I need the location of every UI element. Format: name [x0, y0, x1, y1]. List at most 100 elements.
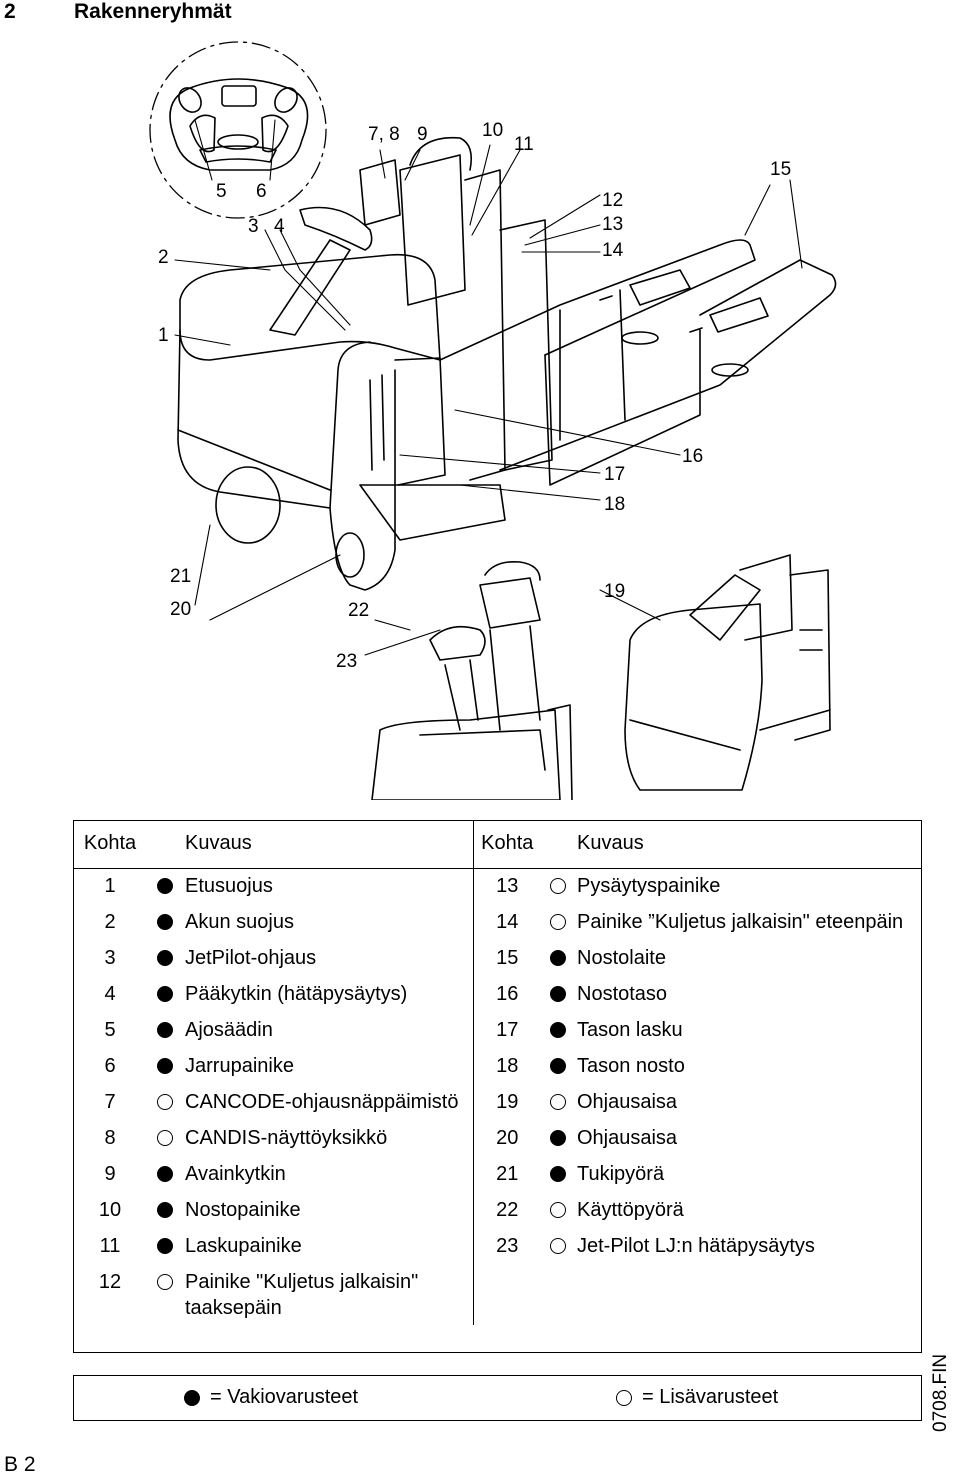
legend-standard: = Vakiovarusteet: [184, 1386, 358, 1409]
empty-circle-icon: [550, 1202, 566, 1218]
empty-circle-icon: [157, 1274, 173, 1290]
side-truck-icon: [624, 554, 831, 791]
item-number: 1: [104, 875, 116, 897]
truck-illustration: 1 2 3 4 5 6 7, 8 9 10 11 12 13 14 15 16 …: [149, 41, 837, 800]
item-description: Tukipyörä: [577, 1163, 665, 1185]
item-description: JetPilot-ohjaus: [183, 941, 474, 977]
callout-numbers: 1 2 3 4 5 6 7, 8 9 10 11 12 13 14 15 16 …: [158, 120, 791, 672]
item-description: Ajosäädin: [183, 1013, 474, 1049]
item-number: 21: [496, 1163, 519, 1185]
legend-optional: = Lisävarusteet: [616, 1386, 778, 1409]
equipment-marker: [147, 1121, 183, 1157]
item-description: Pääkytkin (hätäpysäytys): [183, 977, 474, 1013]
callout-label: 9: [417, 124, 428, 145]
callout-label: 6: [256, 181, 267, 202]
detail-circle: [149, 41, 327, 219]
item-number: 10: [98, 1199, 122, 1221]
filled-circle-icon: [157, 1238, 173, 1254]
equipment-marker: [541, 1085, 575, 1121]
document-code: 0708.FIN: [930, 1354, 960, 1462]
item-description: CANDIS-näyttöyksikkö: [183, 1121, 474, 1157]
equipment-marker: [147, 1157, 183, 1193]
equipment-marker: [147, 1265, 183, 1325]
item-description: Ohjausaisa: [577, 1127, 678, 1149]
callout-label: 4: [274, 216, 285, 237]
item-description: Painike "Kuljetus jalkaisin" taaksepäin: [183, 1265, 474, 1325]
equipment-marker: [541, 1265, 575, 1325]
equipment-marker: [541, 977, 575, 1013]
callout-label: 16: [682, 446, 703, 467]
item-number: 17: [496, 1019, 519, 1041]
item-number: 14: [496, 911, 519, 933]
item-number: 2: [104, 911, 116, 933]
item-description: [575, 1265, 922, 1325]
filled-circle-icon: [550, 986, 566, 1002]
empty-circle-icon: [550, 878, 566, 894]
callout-label: 17: [604, 464, 625, 485]
parts-table: Kohta Kuvaus Kohta Kuvaus 1 Etusuojus 13 Py…: [73, 820, 922, 1325]
item-number: 20: [496, 1127, 519, 1149]
equipment-marker: [147, 1229, 183, 1265]
item-description: Jarrupainike: [183, 1049, 474, 1085]
item-description: Nostolaite: [577, 947, 666, 969]
item-description: Etusuojus: [183, 868, 474, 905]
item-description: Tason nosto: [577, 1055, 685, 1077]
callout-label: 2: [158, 247, 169, 268]
item-description: Nostopainike: [183, 1193, 474, 1229]
item-number: 5: [104, 1019, 116, 1041]
empty-circle-icon: [550, 1238, 566, 1254]
section-number: 2: [4, 0, 16, 23]
item-description: Akun suojus: [183, 905, 474, 941]
document-code-text: 0708.FIN: [930, 1353, 951, 1432]
table-row: 1 Etusuojus 13 Pysäytyspainike: [73, 868, 922, 906]
equipment-marker: [541, 905, 575, 941]
main-truck-icon: [177, 136, 553, 591]
filled-circle-icon: [157, 1166, 173, 1182]
item-description: Pysäytyspainike: [577, 875, 721, 897]
item-number: 13: [496, 875, 519, 897]
callout-label: 14: [602, 240, 624, 261]
callout-label: 11: [514, 134, 534, 155]
callout-label: 3: [248, 216, 259, 237]
filled-circle-icon: [184, 1389, 200, 1406]
item-number: 4: [104, 983, 116, 1005]
equipment-marker: [147, 1193, 183, 1229]
equipment-marker: [147, 1049, 183, 1085]
equipment-marker: [541, 1013, 575, 1049]
equipment-marker: [541, 1229, 575, 1265]
callout-label: 19: [604, 581, 625, 602]
callout-label: 5: [216, 181, 227, 202]
filled-circle-icon: [157, 1022, 173, 1038]
equipment-marker: [147, 869, 183, 906]
header-kuvaus-right: Kuvaus: [541, 820, 922, 869]
item-description: Laskupainike: [183, 1229, 474, 1265]
callout-label: 21: [170, 566, 191, 587]
item-number: 12: [98, 1271, 122, 1293]
filled-circle-icon: [157, 950, 173, 966]
filled-circle-icon: [550, 1022, 566, 1038]
legend-optional-label: = Lisävarusteet: [642, 1386, 779, 1408]
item-number: 16: [496, 983, 519, 1005]
item-number: [473, 1265, 541, 1325]
item-description: Tason lasku: [577, 1019, 683, 1041]
page-number: B 2: [4, 1453, 36, 1476]
equipment-marker: [147, 941, 183, 977]
callout-label: 7, 8: [368, 124, 400, 145]
table-header-row: Kohta Kuvaus Kohta Kuvaus: [73, 820, 922, 869]
equipment-marker: [147, 905, 183, 941]
equipment-marker: [541, 941, 575, 977]
table-row: 5 Ajosäädin 17 Tason lasku: [73, 1013, 922, 1049]
empty-circle-icon: [550, 1094, 566, 1110]
empty-circle-icon: [157, 1094, 173, 1110]
header-kohta-right: Kohta: [473, 820, 541, 869]
item-number: 15: [496, 947, 519, 969]
filled-circle-icon: [157, 986, 173, 1002]
filled-circle-icon: [157, 914, 173, 930]
filled-circle-icon: [550, 1058, 566, 1074]
item-description: Jet-Pilot LJ:n hätäpysäytys: [577, 1235, 815, 1257]
callout-label: 23: [336, 651, 357, 672]
